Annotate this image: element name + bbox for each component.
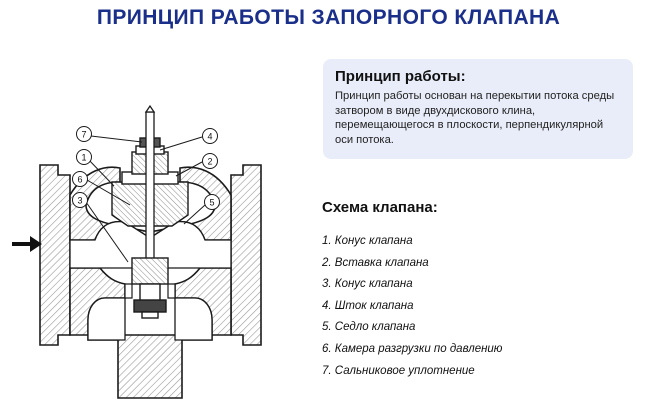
legend-item-1: 1. Конус клапана	[322, 235, 413, 247]
callout-1	[76, 149, 92, 165]
legend-item-5: 5. Седло клапана	[322, 321, 416, 334]
callout-5	[204, 194, 220, 210]
callout-leaders	[85, 135, 206, 263]
callout-3	[72, 192, 88, 208]
principle-card: Принцип работы: Принцип работы основан н…	[323, 59, 633, 159]
legend-item-6: 6. Камера разгрузки по давлению	[322, 342, 503, 355]
callout-label-4: 4	[207, 132, 212, 142]
legend-item-3: 3. Конус клапана	[322, 278, 413, 291]
parts-legend: 1. Конус клапана 2. Вставка клапана 3. К…	[322, 231, 502, 382]
legend-item-7: 7. Сальниковое уплотнение	[322, 364, 475, 377]
callout-label-7: 7	[81, 130, 86, 140]
valve-plug	[131, 257, 169, 319]
callout-2	[202, 153, 218, 169]
page-title: ПРИНЦИП РАБОТЫ ЗАПОРНОГО КЛАПАНА	[96, 6, 561, 29]
valve-seat	[124, 283, 176, 299]
callout-label-1: 1	[81, 153, 86, 163]
principle-text: Принцип работы основан на перекытии пото…	[335, 90, 615, 146]
principle-heading: Принцип работы:	[335, 68, 466, 85]
valve-body	[39, 164, 262, 399]
callout-label-2: 2	[207, 157, 212, 167]
callout-4	[202, 128, 218, 144]
valve-stem	[144, 104, 156, 261]
flow-direction-icon	[12, 236, 42, 252]
callout-7	[76, 126, 92, 142]
valve-cross-section: 7 4 1 2 6 3 5	[12, 104, 262, 399]
callout-circles	[72, 126, 220, 210]
callout-label-5: 5	[209, 198, 214, 208]
callout-label-6: 6	[77, 175, 82, 185]
callout-label-3: 3	[77, 196, 82, 206]
legend-item-2: 2. Вставка клапана	[322, 256, 429, 269]
legend-item-4: 4. Шток клапана	[322, 299, 414, 312]
callout-6	[72, 171, 88, 187]
scheme-heading: Схема клапана:	[322, 199, 438, 216]
